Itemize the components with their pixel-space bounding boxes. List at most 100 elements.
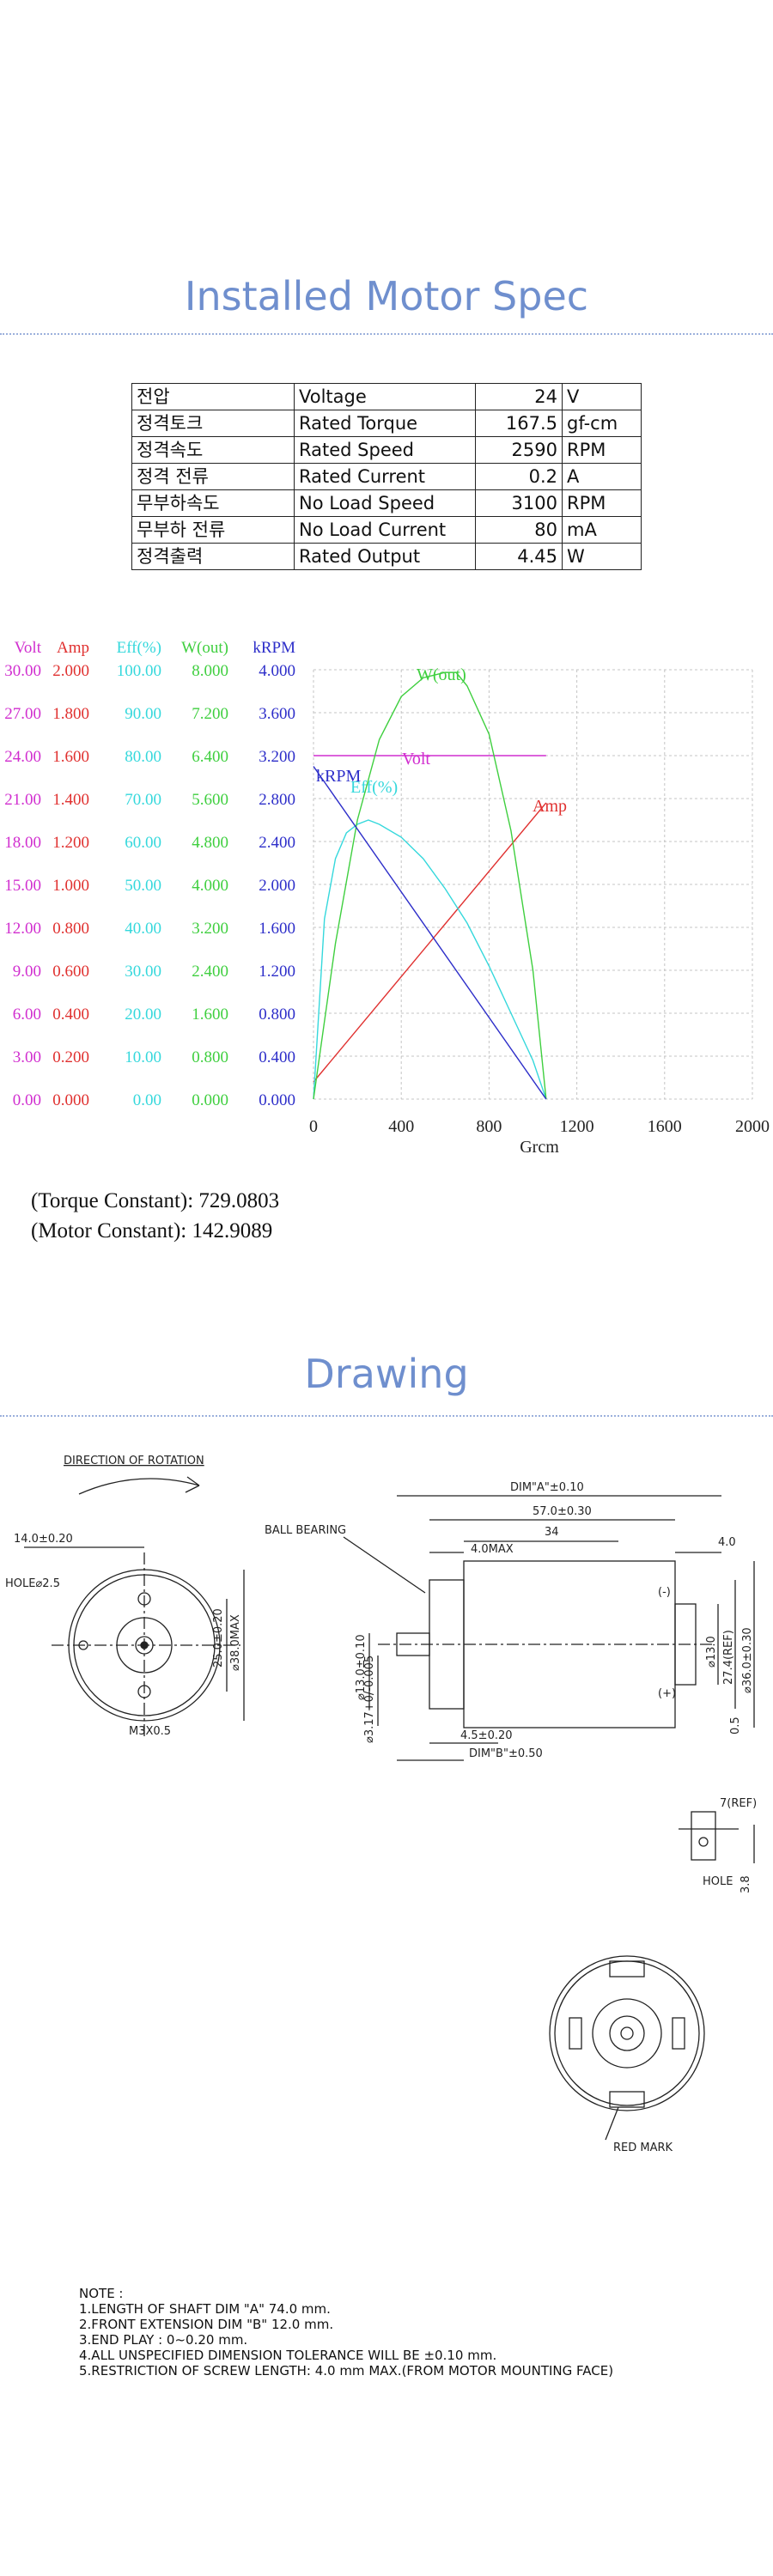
torque-constant: (Torque Constant): 729.0803 xyxy=(31,1189,280,1212)
axis-title-eff: Eff(%) xyxy=(117,639,161,657)
axis-tick-amp: 1.200 xyxy=(52,834,89,852)
spec-value: 167.5 xyxy=(475,410,563,437)
dim-pitch: 25.0±0.20 xyxy=(212,1608,225,1668)
spec-unit: RPM xyxy=(562,489,642,517)
x-tick-label: 1200 xyxy=(560,1117,594,1136)
axis-tick-eff: 50.00 xyxy=(125,877,161,895)
x-tick-label: 0 xyxy=(309,1117,318,1136)
axis-tick-eff: 100.00 xyxy=(117,662,161,680)
series-line-eff xyxy=(313,819,547,1100)
axis-tick-amp: 0.200 xyxy=(52,1048,89,1066)
note-line: 5.RESTRICTION OF SCREW LENGTH: 4.0 mm MA… xyxy=(79,2363,614,2379)
spec-en: Rated Torque xyxy=(294,410,476,437)
axis-tick-eff: 10.00 xyxy=(125,1048,161,1066)
spec-en: Voltage xyxy=(294,383,476,410)
axis-tick-eff: 20.00 xyxy=(125,1005,161,1024)
axis-tick-wout: 6.400 xyxy=(192,748,228,766)
axis-tick-krpm: 3.600 xyxy=(259,705,295,723)
spec-heading: Installed Motor Spec xyxy=(184,273,589,319)
spec-unit: gf-cm xyxy=(562,410,642,437)
dim-13: ⌀13.0 xyxy=(705,1636,718,1668)
axis-title-wout: W(out) xyxy=(181,639,228,657)
x-tick-label: 800 xyxy=(476,1117,502,1136)
series-label-volt: Volt xyxy=(402,750,430,769)
spec-value: 4.45 xyxy=(475,543,563,570)
x-axis-label: Grcm xyxy=(520,1138,559,1157)
series-label-wout: W(out) xyxy=(417,665,466,684)
spec-divider xyxy=(0,333,773,335)
series-label-krpm: kRPM xyxy=(316,767,361,786)
axis-tick-wout: 0.800 xyxy=(192,1048,228,1066)
dim-36: ⌀36.0±0.30 xyxy=(741,1627,754,1693)
axis-tick-eff: 30.00 xyxy=(125,963,161,981)
series-line-wout xyxy=(313,671,547,1100)
axis-tick-volt: 15.00 xyxy=(4,877,41,895)
spec-ko: 정격토크 xyxy=(131,410,295,437)
screw-label: M3X0.5 xyxy=(129,1725,171,1738)
axis-tick-krpm: 1.200 xyxy=(259,963,295,981)
axis-tick-amp: 1.000 xyxy=(52,877,89,895)
drawing-heading: Drawing xyxy=(304,1351,469,1397)
axis-tick-amp: 2.000 xyxy=(52,662,89,680)
note-line: 4.ALL UNSPECIFIED DIMENSION TOLERANCE WI… xyxy=(79,2348,497,2363)
series-line-amp xyxy=(313,802,547,1083)
spec-en: No Load Current xyxy=(294,516,476,544)
motor-constant: (Motor Constant): 142.9089 xyxy=(31,1219,273,1242)
spec-table: 전압 Voltage 24 V 정격토크 Rated Torque 167.5 … xyxy=(131,383,642,570)
spec-value: 80 xyxy=(475,516,563,544)
axis-tick-krpm: 2.400 xyxy=(259,834,295,852)
spec-ko: 무부하 전류 xyxy=(131,516,295,544)
terminal-hole-label: HOLE xyxy=(703,1875,733,1888)
axis-tick-wout: 7.200 xyxy=(192,705,228,723)
axis-tick-amp: 0.800 xyxy=(52,920,89,938)
x-tick-label: 1600 xyxy=(648,1117,682,1136)
spec-unit: W xyxy=(562,543,642,570)
axis-tick-eff: 40.00 xyxy=(125,920,161,938)
dim-shaft: ⌀3.17+0/-0.005 xyxy=(363,1656,376,1743)
dim-a: DIM"A"±0.10 xyxy=(510,1481,584,1494)
series-label-eff: Eff(%) xyxy=(350,778,398,797)
spec-en: Rated Output xyxy=(294,543,476,570)
axis-tick-amp: 0.600 xyxy=(52,963,89,981)
dim-b: DIM"B"±0.50 xyxy=(469,1747,543,1760)
dim-front-top: 14.0±0.20 xyxy=(14,1533,73,1546)
axis-tick-volt: 12.00 xyxy=(4,920,41,938)
dim-4: 4.0 xyxy=(718,1536,736,1549)
spec-ko: 전압 xyxy=(131,383,295,410)
axis-tick-wout: 5.600 xyxy=(192,791,228,809)
axis-tick-amp: 1.400 xyxy=(52,791,89,809)
axis-tick-wout: 3.200 xyxy=(192,920,228,938)
axis-tick-krpm: 0.400 xyxy=(259,1048,295,1066)
spec-ko: 정격속도 xyxy=(131,436,295,464)
axis-tick-volt: 30.00 xyxy=(4,662,41,680)
axis-tick-krpm: 3.200 xyxy=(259,748,295,766)
x-tick-label: 2000 xyxy=(735,1117,770,1136)
terminal-detail xyxy=(679,1811,755,1863)
axis-tick-krpm: 1.600 xyxy=(259,920,295,938)
spec-row: 정격토크 Rated Torque 167.5 gf-cm xyxy=(131,410,642,437)
dim-front-dia: ⌀38.0MAX xyxy=(229,1614,242,1671)
axis-tick-krpm: 2.000 xyxy=(259,877,295,895)
spec-row: 무부하속도 No Load Speed 3100 RPM xyxy=(131,489,642,517)
axis-tick-amp: 0.000 xyxy=(52,1091,89,1109)
axis-tick-eff: 70.00 xyxy=(125,791,161,809)
drawing-divider xyxy=(0,1415,773,1417)
note-line: 1.LENGTH OF SHAFT DIM "A" 74.0 mm. xyxy=(79,2301,331,2317)
axis-tick-wout: 2.400 xyxy=(192,963,228,981)
axis-tick-volt: 24.00 xyxy=(4,748,41,766)
note-line: 3.END PLAY : 0~0.20 mm. xyxy=(79,2332,248,2348)
axis-tick-wout: 8.000 xyxy=(192,662,228,680)
axis-tick-volt: 9.00 xyxy=(13,963,41,981)
spec-row: 무부하 전류 No Load Current 80 mA xyxy=(131,516,642,544)
series-line-krpm xyxy=(313,766,547,1100)
series-label-amp: Amp xyxy=(533,797,567,816)
axis-tick-volt: 27.00 xyxy=(4,705,41,723)
spec-value: 3100 xyxy=(475,489,563,517)
spec-unit: A xyxy=(562,463,642,490)
terminal-minus: (-) xyxy=(658,1586,671,1599)
spec-en: Rated Current xyxy=(294,463,476,490)
axis-tick-krpm: 2.800 xyxy=(259,791,295,809)
spec-ko: 정격출력 xyxy=(131,543,295,570)
axis-tick-wout: 0.000 xyxy=(192,1091,228,1109)
